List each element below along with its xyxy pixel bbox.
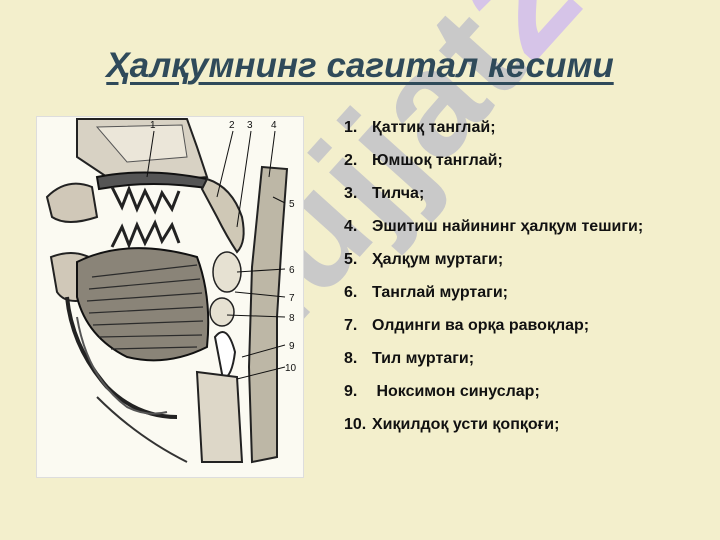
legend-item: 9. Ноксимон синуслар; [344, 382, 704, 401]
mandible-inner [76, 316, 168, 415]
legend-text: Олдинги ва орқа равоқлар; [372, 317, 590, 334]
legend-text: Ноксимон синуслар; [372, 383, 540, 400]
legend-item: 2. Юмшоқ танглай; [344, 151, 704, 170]
callout-7: 7 [289, 293, 295, 304]
callout-5: 5 [289, 199, 295, 210]
tongue [76, 247, 210, 362]
legend-text: Тил муртаги; [372, 350, 475, 367]
larynx [195, 370, 244, 463]
upper-lip [45, 182, 99, 223]
legend-number: 3. [344, 185, 358, 202]
legend-text: Хиқилдоқ усти қопқоғи; [372, 416, 560, 433]
lingual-tonsil [209, 297, 235, 327]
leader-lines [146, 130, 286, 380]
legend-text: Танглай муртаги; [372, 284, 508, 301]
callout-10: 10 [285, 363, 297, 374]
legend-item: 3. Тилча; [344, 184, 704, 203]
legend-number: 5. [344, 251, 358, 268]
legend-item: 8. Тил муртаги; [344, 349, 704, 368]
sagittal-section-drawing: 1 2 3 4 5 6 7 8 9 10 [45, 118, 297, 464]
legend-item: 5. Ҳалқум муртаги; [344, 250, 704, 269]
legend-number: 1. [344, 119, 358, 136]
legend-text: Ҳалқум муртаги; [372, 251, 504, 268]
legend-item: 1. Қаттиқ танглай; [344, 118, 704, 137]
legend-text: Эшитиш найининг ҳалқум тешиги; [372, 218, 644, 235]
nasal-septum [95, 124, 188, 163]
legend-number: 10. [344, 416, 367, 433]
callout-4: 4 [271, 120, 277, 131]
callout-numbers: 1 2 3 4 5 6 7 8 9 10 [150, 120, 297, 374]
pharynx-wall [247, 165, 289, 464]
upper-teeth [110, 184, 181, 215]
legend-number: 2. [344, 152, 358, 169]
legend-item: 10. Хиқилдоқ усти қопқоғи; [344, 415, 704, 434]
callout-3: 3 [247, 120, 253, 131]
legend-number: 4. [344, 218, 358, 235]
legend-number: 9. [344, 383, 358, 400]
page-title: Ҳалқумнинг сагитал кесими [106, 46, 614, 85]
legend-list: 1. Қаттиқ танглай; 2. Юмшоқ танглай; 3. Тил… [344, 118, 704, 448]
callout-8: 8 [289, 313, 295, 324]
anatomy-illustration: 1 2 3 4 5 6 7 8 9 10 [36, 116, 304, 478]
tongue-fibers [86, 264, 204, 350]
legend-number: 8. [344, 350, 358, 367]
legend-number: 6. [344, 284, 358, 301]
callout-6: 6 [289, 265, 295, 276]
lower-teeth [110, 219, 181, 250]
callout-2: 2 [229, 120, 235, 131]
legend-text: Юмшоқ танглай; [372, 152, 503, 169]
callout-1: 1 [150, 120, 156, 131]
legend-item: 7. Олдинги ва орқа равоқлар; [344, 316, 704, 335]
neck-muscle [96, 396, 188, 463]
legend-number: 7. [344, 317, 358, 334]
palatine-tonsil [212, 251, 242, 293]
epiglottis [213, 331, 237, 381]
legend-item: 4. Эшитиш найининг ҳалқум тешиги; [344, 217, 704, 236]
legend-text: Қаттиқ танглай; [372, 119, 496, 136]
legend-text: Тилча; [372, 185, 425, 202]
soft-palate [200, 177, 245, 254]
callout-9: 9 [289, 341, 295, 352]
legend-item: 6. Танглай муртаги; [344, 283, 704, 302]
